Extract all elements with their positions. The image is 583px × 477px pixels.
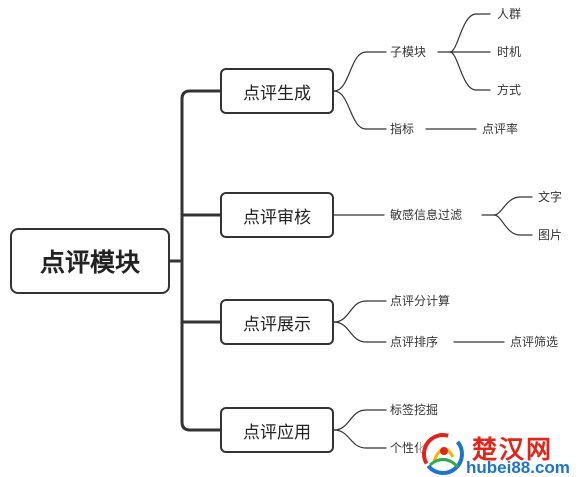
branch-node-display[interactable]: 点评展示: [220, 299, 334, 345]
connector-trunk: [180, 89, 222, 432]
node-crowd[interactable]: 人群: [497, 7, 522, 21]
node-text[interactable]: 文字: [538, 190, 563, 204]
node-timing[interactable]: 时机: [497, 45, 522, 59]
connector-filter-text: [493, 196, 533, 216]
connector-branch-1-metric: [333, 90, 387, 130]
node-personalization[interactable]: 个性化: [390, 441, 427, 455]
watermark-logo-icon: [422, 433, 464, 475]
connector-branch-4-personal: [333, 429, 387, 449]
branch-node-application[interactable]: 点评应用: [220, 407, 334, 453]
node-review-filter[interactable]: 点评筛选: [510, 335, 559, 349]
connector-filter-image: [493, 214, 533, 236]
node-metric[interactable]: 指标: [390, 122, 415, 136]
node-review-rate[interactable]: 点评率: [482, 122, 519, 136]
node-sensitive-filter[interactable]: 敏感信息过滤: [390, 208, 463, 222]
branch-node-generation[interactable]: 点评生成: [220, 68, 334, 114]
connector-branch-1-sub: [333, 51, 387, 92]
node-image[interactable]: 图片: [538, 228, 563, 242]
connector-branch-3-score: [333, 300, 387, 323]
connector-submodule-crowd: [449, 13, 491, 53]
watermark-title: 楚汉网: [472, 435, 554, 464]
node-submodule[interactable]: 子模块: [390, 45, 427, 59]
connector-branch-3-sort: [333, 321, 387, 343]
node-tag-mining[interactable]: 标签挖掘: [390, 403, 439, 417]
branch-node-review[interactable]: 点评审核: [220, 192, 334, 238]
watermark: 楚汉网 hubei88.com: [418, 430, 583, 477]
node-sorting[interactable]: 点评排序: [390, 335, 439, 349]
connector-branch-4-tag: [333, 409, 387, 431]
connector-submodule-method: [449, 51, 491, 91]
watermark-url: hubei88.com: [466, 458, 570, 477]
node-score-calc[interactable]: 点评分计算: [390, 294, 451, 308]
root-node[interactable]: 点评模块: [10, 228, 170, 294]
node-method[interactable]: 方式: [497, 83, 522, 97]
